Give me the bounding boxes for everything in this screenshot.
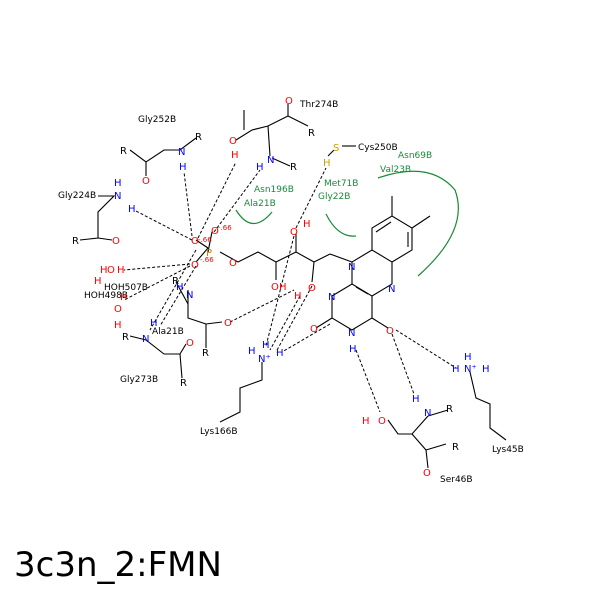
atom-flavin-n10: N	[348, 262, 355, 273]
atom-lys166-h3: H	[276, 348, 284, 359]
label-hoh498: HOH498B	[84, 291, 128, 301]
atom-gly224-h1: H	[114, 178, 122, 189]
atom-ala21-n: N	[186, 290, 193, 301]
label-cys250: Cys250B	[358, 143, 398, 153]
atom-rib-h1: H	[303, 219, 311, 230]
hydrogen-bonds	[123, 161, 457, 413]
atom-rib-h2: H	[279, 282, 287, 293]
atom-lys45-h1: H	[452, 364, 460, 375]
atom-hoh498-h1: H	[120, 292, 128, 303]
atom-cys-s: S	[333, 143, 339, 154]
hydrophobic-arc-asn196	[235, 209, 273, 225]
atom-hoh498-h2: H	[114, 320, 122, 331]
atom-phos-charge1: -.66	[198, 236, 212, 244]
label-gly273: Gly273B	[120, 375, 158, 385]
atom-ser-h: H	[362, 416, 370, 427]
atom-rib-o2: O	[271, 282, 279, 293]
residue-skeletons	[79, 104, 507, 469]
atom-phos-o3: O	[191, 260, 199, 271]
atom-ser-h-n: H	[412, 394, 420, 405]
atom-flavin-n3: N	[348, 328, 355, 339]
atom-phos-o2: O	[211, 226, 219, 237]
atom-hoh507-h2: H	[117, 265, 125, 276]
label-asn196: Asn196B	[254, 185, 294, 195]
ribityl-chain	[195, 231, 331, 283]
label-met71: Met71B	[324, 179, 358, 189]
atom-gly224-h2: H	[128, 204, 136, 215]
atom-thr-o-hydroxyl: O	[229, 136, 237, 147]
atom-gly252-o: O	[142, 176, 150, 187]
hydrophobic-arc-val23	[377, 170, 459, 277]
atom-gly224-o: O	[112, 236, 120, 247]
label-hoh507: HOH507B	[104, 283, 148, 293]
atom-rib-o3: O	[308, 283, 316, 294]
atom-ser-n: N	[424, 408, 431, 419]
atom-flavin-n1: N	[328, 292, 335, 303]
label-asn69: Asn69B	[398, 151, 432, 161]
atom-gly273-h: H	[150, 318, 158, 329]
atom-ser-r2: R	[452, 442, 459, 453]
atom-ser-o: O	[378, 416, 386, 427]
atom-rib-o1: O	[290, 227, 298, 238]
atom-thr-r2: R	[290, 162, 297, 173]
atom-lys166-h2: H	[262, 340, 270, 351]
hydrophobic-arc-met71	[325, 213, 357, 237]
atom-ala21-r1: R	[172, 276, 179, 287]
label-gly22: Gly22B	[318, 192, 350, 202]
atom-flavin-o2: O	[310, 324, 318, 335]
atom-gly273-o: O	[186, 338, 194, 349]
label-thr274: Thr274B	[299, 100, 338, 110]
atom-ala21-o: O	[224, 318, 232, 329]
label-lys166: Lys166B	[200, 427, 238, 437]
atom-lys45-h3: H	[464, 352, 472, 363]
atom-lys166-n: N⁺	[258, 354, 271, 365]
atom-rib-h3: H	[294, 291, 302, 302]
atom-ser-r1: R	[446, 404, 453, 415]
atom-phos-o1: O	[191, 236, 199, 247]
atom-thr-h: H	[256, 162, 264, 173]
label-ala21-mid: Ala21B	[152, 327, 184, 337]
atom-hoh507-o: O	[107, 265, 115, 276]
atom-gly252-r1: R	[120, 146, 127, 157]
atom-flavin-n5: N	[388, 284, 395, 295]
atom-phos-charge2: -.66	[218, 224, 232, 232]
atom-gly224-n: N	[114, 191, 121, 202]
label-lys45: Lys45B	[492, 445, 524, 455]
atom-ser-o2: O	[423, 468, 431, 479]
atom-thr-n: N	[267, 155, 274, 166]
page-title: 3c3n_2:FMN	[14, 545, 222, 585]
atom-lys45-h2: H	[482, 364, 490, 375]
atom-gly224-r: R	[72, 236, 79, 247]
atom-phos-charge3: -.66	[200, 256, 214, 264]
atom-gly273-n: N	[142, 334, 149, 345]
atom-phosphorus: P	[206, 248, 212, 259]
atom-gly273-r2: R	[180, 378, 187, 389]
atom-gly273-r1: R	[122, 332, 129, 343]
label-gly224: Gly224B	[58, 191, 96, 201]
atom-thr-o-carbonyl: O	[285, 96, 293, 107]
atom-hoh507-h1: H	[100, 265, 108, 276]
atom-hoh507-h3: H	[94, 276, 102, 287]
label-val23: Val23B	[380, 165, 411, 175]
atom-gly252-n: N	[178, 147, 185, 158]
atom-lys45-n: N⁺	[464, 364, 477, 375]
label-ala21-top: Ala21B	[244, 199, 276, 209]
atom-flavin-h3: H	[349, 344, 357, 355]
atom-gly252-h: H	[179, 162, 187, 173]
atom-flavin-o4: O	[386, 326, 394, 337]
atom-phos-o4: O	[229, 258, 237, 269]
label-ser46: Ser46B	[440, 475, 473, 485]
atom-ala21-r2: R	[202, 348, 209, 359]
flavin-ring	[315, 196, 431, 331]
atom-ala21-h: H	[176, 282, 184, 293]
atom-thr-h-hydroxyl: H	[231, 150, 239, 161]
label-gly252: Gly252B	[138, 115, 176, 125]
atom-hoh498-o: O	[114, 304, 122, 315]
atom-gly252-r2: R	[195, 132, 202, 143]
atom-cys-h: H	[323, 158, 331, 169]
atom-thr-r: R	[308, 128, 315, 139]
atom-lys166-h1: H	[248, 346, 256, 357]
